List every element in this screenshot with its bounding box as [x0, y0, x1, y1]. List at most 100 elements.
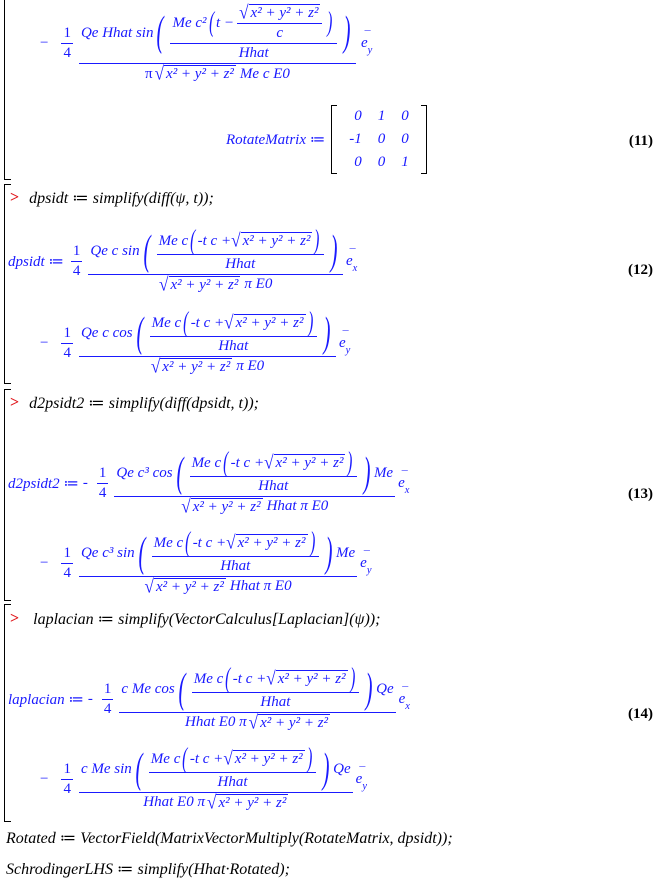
command-text[interactable]: laplacian ≔ simplify(VectorCalculus[Lapl…	[33, 611, 381, 628]
sqrt-body: x² + y² + z²	[232, 750, 305, 768]
inner-paren-text: -t c +	[230, 454, 265, 471]
d2psidt2-label: d2psidt2 ≔	[8, 476, 79, 493]
main-fraction: Qe c³ cos ( Me c(-t c +√x² + y² + z²)Hha…	[114, 447, 396, 517]
den-sqrt-body: x² + y² + z²	[164, 65, 236, 82]
group-bracket-3	[4, 389, 11, 601]
numerator-text: Qe c sin	[90, 242, 140, 259]
matrix-cell: 0	[354, 154, 362, 170]
unit-vector-ey: ey¯	[360, 548, 372, 577]
equation-number-12: (12)	[628, 262, 653, 278]
den-tail-text: Hhat π E0	[229, 578, 292, 595]
command-text[interactable]: dpsidt ≔ simplify(diff(ψ, t));	[29, 190, 214, 207]
command-text[interactable]: SchrodingerLHS ≔ simplify(Hhat·Rotated);	[6, 861, 290, 878]
inner-paren-text: -t c +	[190, 314, 225, 331]
matrix-cell: 0	[401, 131, 409, 147]
sqrt-body: x² + y² + z²	[248, 4, 321, 21]
main-fraction: c Me cos ( Me c(-t c +√x² + y² + z²)Hhat…	[119, 663, 396, 733]
matrix-cell: 1	[377, 108, 386, 124]
rotate-matrix-label: RotateMatrix ≔	[226, 132, 326, 148]
numerator-text: Qe c cos	[80, 324, 133, 341]
hhat-text: Hhat	[260, 693, 291, 710]
unit-vector-ex: ex¯	[398, 684, 410, 713]
command-line-laplacian[interactable]: > laplacian ≔ simplify(VectorCalculus[La…	[10, 609, 380, 629]
den-tail-text: π E0	[244, 276, 273, 293]
numerator-text: Qe Hhat sin	[80, 24, 154, 41]
inner-num-text: Me c	[153, 534, 184, 551]
equation-number-14: (14)	[628, 706, 653, 722]
matrix-cell: 1	[401, 154, 409, 170]
minus-sign: −	[40, 555, 49, 572]
unit-vector-ey: ey¯	[339, 328, 351, 357]
sqrt-body: x² + y² + z²	[275, 670, 348, 688]
sqrt-body: x² + y² + z²	[273, 454, 346, 472]
numerator-text: Qe c³ cos	[116, 464, 173, 481]
main-fraction: Qe c cos ( Me c(-t c +√x² + y² + z²)Hhat…	[78, 308, 336, 376]
inner-num-text: Me c	[151, 314, 182, 331]
command-line-schrodinger[interactable]: SchrodingerLHS ≔ simplify(Hhat·Rotated);	[6, 859, 290, 879]
inner-num-text: Me c²	[172, 14, 207, 31]
inner-fraction: Me c(-t c +√x² + y² + z²)Hhat	[151, 528, 319, 575]
inner-fraction: Me c(-t c +√x² + y² + z²)Hhat	[149, 308, 317, 355]
prompt-symbol: >	[10, 189, 20, 206]
unit-vector-ex: ee_xx¯	[345, 246, 358, 275]
prompt-symbol: >	[10, 394, 20, 411]
minus-sign: −	[40, 335, 49, 352]
den-head-text: Hhat E0 π	[184, 714, 247, 731]
matrix-cell: 0	[377, 154, 386, 170]
qe-text: Qe	[376, 680, 394, 697]
inner-num-text: Me c	[158, 232, 189, 249]
inner-paren-text: -t c +	[189, 750, 224, 767]
command-text[interactable]: Rotated ≔ VectorField(MatrixVectorMultip…	[6, 830, 453, 847]
den-tail-text: π E0	[236, 358, 265, 375]
inner-fraction: Me c(-t c +√x² + y² + z²)Hhat	[191, 664, 360, 711]
inner-fraction: Me c(-t c +√x² + y² + z²)Hhat	[148, 744, 317, 791]
command-line-rotated[interactable]: Rotated ≔ VectorField(MatrixVectorMultip…	[6, 828, 453, 848]
inner-num-text: Me c	[193, 670, 224, 687]
main-fraction: Qe c³ sin ( Me c(-t c +√x² + y² + z²)Hha…	[78, 527, 358, 597]
hhat-text: Hhat	[225, 255, 256, 272]
group-bracket-2	[4, 184, 11, 384]
matrix-cell: -1	[349, 131, 362, 147]
equation-number-13: (13)	[628, 486, 653, 502]
minus-sign: -	[87, 691, 93, 708]
unit-vector-ey: ey¯	[355, 764, 368, 793]
main-fraction: Qe c sin ( Me c(-t c +√x² + y² + z²)Hhat…	[88, 226, 343, 294]
den-sqrt-body: x² + y² + z²	[258, 713, 331, 731]
den-sqrt-body: x² + y² + z²	[190, 497, 263, 515]
den-sqrt-body: x² + y² + z²	[154, 577, 226, 595]
hhat-text: Hhat	[238, 45, 269, 61]
equation-number-11: (11)	[628, 133, 653, 149]
sqrt-body: x² + y² + z²	[235, 534, 308, 552]
hhat-text: Hhat	[258, 477, 289, 494]
inner-num-text: Me c	[150, 750, 181, 767]
command-line-d2psidt2[interactable]: > d2psidt2 ≔ simplify(diff(dpsidt, t));	[10, 393, 259, 413]
command-line-dpsidt[interactable]: > dpsidt ≔ simplify(diff(ψ, t));	[10, 188, 214, 208]
den-sqrt-body: x² + y² + z²	[216, 793, 289, 811]
matrix-cell: 0	[401, 108, 409, 124]
command-text[interactable]: d2psidt2 ≔ simplify(diff(dpsidt, t));	[29, 395, 259, 412]
matrix-cell: 0	[354, 108, 362, 124]
den-sqrt-body: x² + y² + z²	[160, 357, 233, 375]
inner-paren-text: -t c +	[197, 232, 232, 249]
laplacian-label: laplacian ≔	[8, 692, 84, 709]
me-text: Me	[373, 464, 394, 481]
pi-text: π	[144, 65, 153, 82]
den-tail-text: Me c E0	[239, 65, 290, 82]
inner-paren-text: -t c +	[192, 534, 227, 551]
unit-vector-ex: ex¯	[398, 468, 410, 497]
dpsidt-label: dpsidt ≔	[8, 254, 64, 271]
